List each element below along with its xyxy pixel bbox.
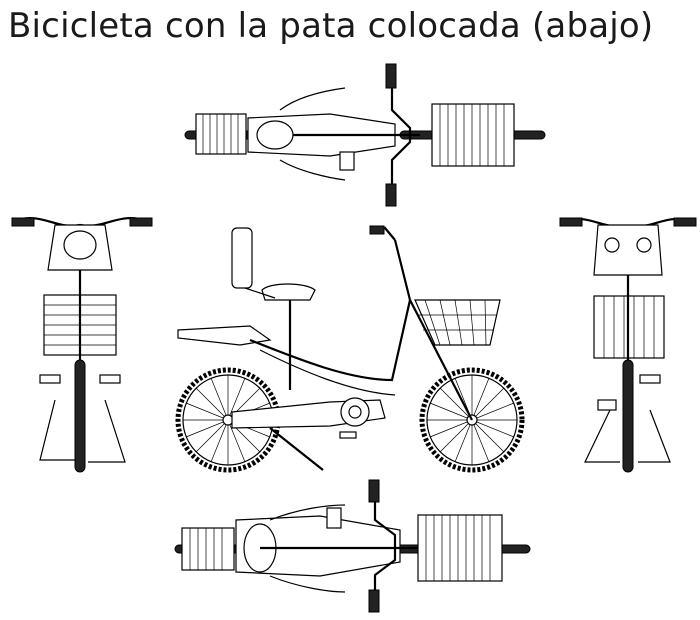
side-kickstand <box>269 427 324 471</box>
bottom-rear-rack <box>181 527 235 571</box>
top-handlebar <box>390 70 412 200</box>
front-view <box>11 217 153 473</box>
bottom-view <box>174 479 531 613</box>
bottom-frame <box>235 515 401 577</box>
side-backrest <box>231 227 253 289</box>
side-front-wheel <box>419 367 525 473</box>
page-title: Bicicleta con la pata colocada (abajo) <box>8 6 654 46</box>
top-seat <box>256 120 294 150</box>
side-front-basket <box>414 299 501 346</box>
bottom-pedal <box>326 507 342 529</box>
side-chainring <box>340 397 370 427</box>
top-view <box>184 63 546 207</box>
front-seat <box>47 224 113 271</box>
side-seat <box>261 283 316 301</box>
top-pedal <box>339 151 355 171</box>
side-view <box>175 225 525 473</box>
side-pedal <box>339 431 357 439</box>
rear-kickstand <box>584 409 671 463</box>
bottom-handlebar <box>373 485 397 610</box>
rear-tire <box>622 359 634 473</box>
top-front-basket <box>431 103 515 167</box>
bottom-front-basket <box>417 514 503 582</box>
rear-backrest <box>593 224 663 276</box>
front-kickstand <box>39 399 126 463</box>
rear-view <box>559 217 697 473</box>
top-rear-rack <box>195 113 247 155</box>
side-frame <box>249 299 412 382</box>
front-tire <box>74 359 86 473</box>
